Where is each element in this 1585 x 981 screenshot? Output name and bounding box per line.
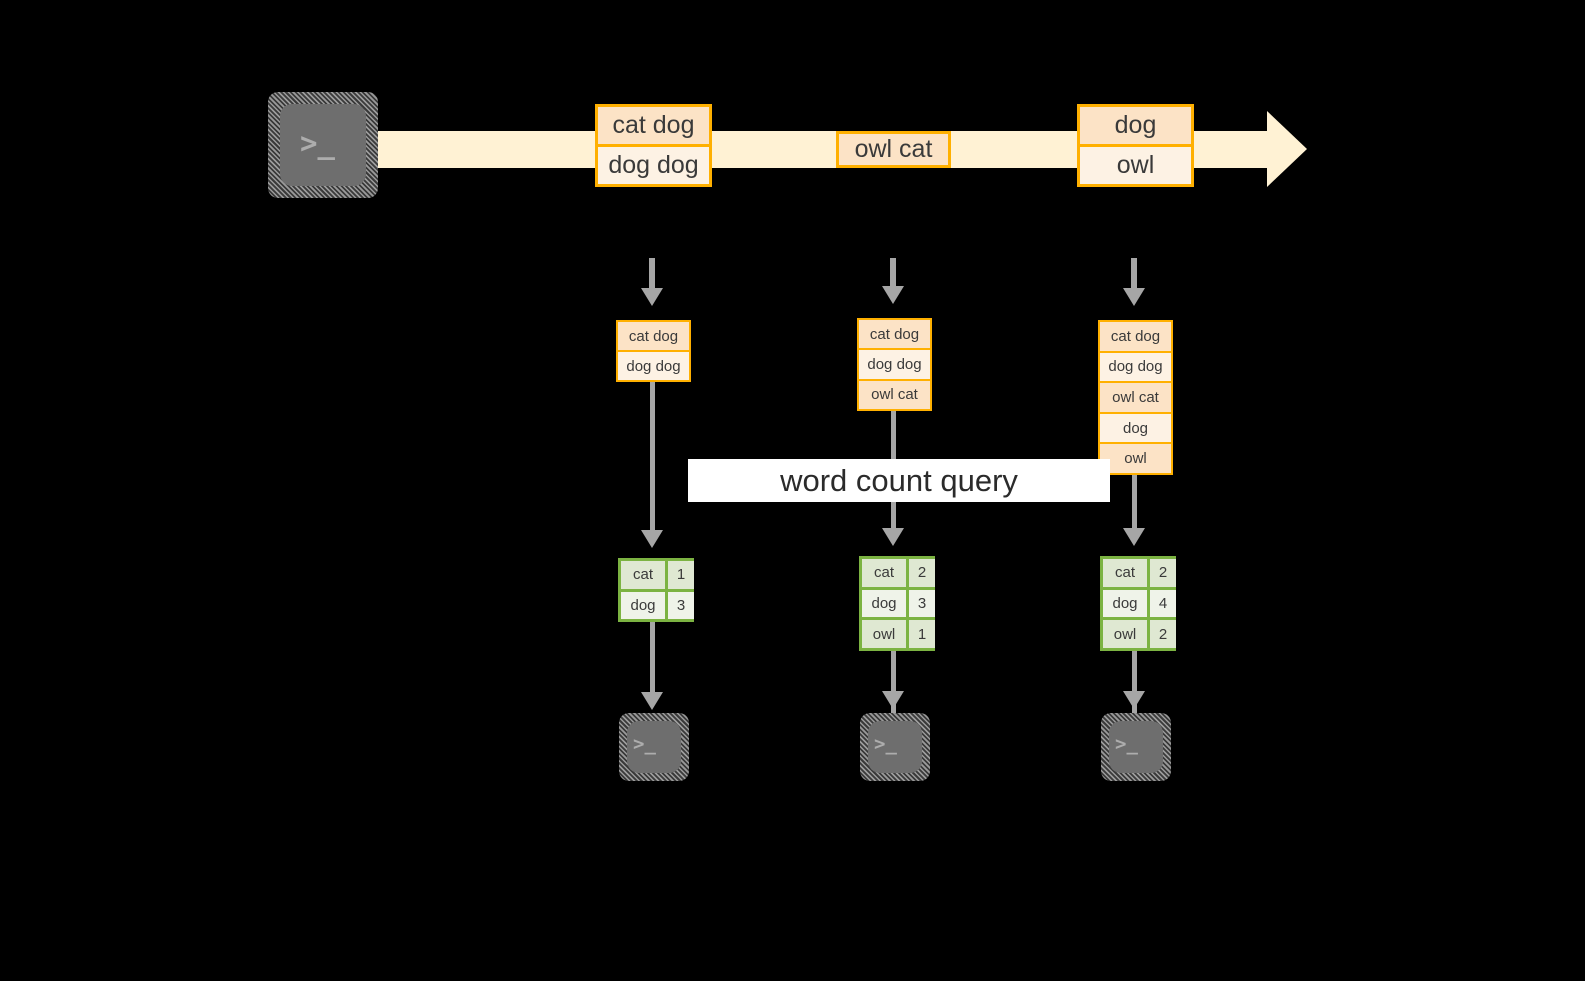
terminal-prompt-glyph: >_	[1115, 733, 1138, 755]
table-row: dog 3	[621, 588, 694, 619]
table-cell-count: 1	[665, 561, 694, 589]
terminal-prompt-glyph: >_	[300, 126, 335, 160]
snapshot-1-sink-line	[650, 622, 655, 694]
table-row: owl 1	[862, 617, 935, 649]
snapshot-input-row: cat dog	[1100, 322, 1171, 351]
table-row: cat 2	[862, 559, 935, 587]
stream-event-row: cat dog	[598, 107, 709, 144]
snapshot-1-tap-arrowhead	[641, 288, 663, 306]
terminal-prompt-glyph: >_	[633, 733, 656, 755]
snapshot-input-row: owl cat	[859, 378, 930, 409]
snapshot-1-tap-line	[649, 258, 655, 290]
snapshot-input-row: dog dog	[1100, 350, 1171, 382]
snapshot-3-tap-arrowhead	[1123, 288, 1145, 306]
snapshot-1-input-box[interactable]: cat dog dog dog	[616, 320, 691, 382]
snapshot-2-result-table[interactable]: cat 2 dog 3 owl 1	[859, 556, 935, 651]
stream-event-row: owl cat	[839, 134, 948, 165]
stream-event-row: dog dog	[598, 144, 709, 184]
terminal-prompt-glyph: >_	[874, 733, 897, 755]
table-cell-word: cat	[621, 561, 665, 589]
snapshot-3-input-box[interactable]: cat dog dog dog owl cat dog owl	[1098, 320, 1173, 475]
snapshot-input-row: dog dog	[618, 350, 689, 380]
table-cell-count: 2	[906, 559, 935, 587]
table-cell-word: owl	[1103, 620, 1147, 649]
snapshot-1-result-table[interactable]: cat 1 dog 3	[618, 558, 694, 622]
snapshot-input-row: cat dog	[618, 322, 689, 350]
snapshot-input-row: dog	[1100, 411, 1171, 443]
terminal-face	[1109, 721, 1163, 773]
snapshot-3-sink-line	[1132, 651, 1137, 713]
table-cell-word: cat	[1103, 559, 1147, 587]
table-cell-count: 4	[1147, 589, 1176, 618]
stream-event-1[interactable]: cat dog dog dog	[595, 104, 712, 187]
table-row: dog 3	[862, 586, 935, 618]
snapshot-3-sink-arrowhead	[1123, 691, 1145, 709]
snapshot-input-row: cat dog	[859, 320, 930, 349]
stream-event-row: owl	[1080, 144, 1191, 184]
table-cell-word: cat	[862, 559, 906, 587]
snapshot-input-row: dog dog	[859, 348, 930, 379]
table-row: cat 1	[621, 561, 694, 589]
table-cell-count: 1	[906, 620, 935, 649]
table-cell-word: dog	[621, 591, 665, 619]
stream-event-2[interactable]: owl cat	[836, 131, 951, 168]
table-row: cat 2	[1103, 559, 1176, 587]
snapshot-2-query-arrowhead	[882, 528, 904, 546]
snapshot-1-sink-arrowhead	[641, 692, 663, 710]
stream-arrow-head	[1267, 111, 1307, 187]
table-cell-word: dog	[862, 589, 906, 618]
stream-event-3[interactable]: dog owl	[1077, 104, 1194, 187]
table-row: owl 2	[1103, 617, 1176, 649]
terminal-face	[280, 104, 366, 186]
snapshot-2-input-box[interactable]: cat dog dog dog owl cat	[857, 318, 932, 411]
stream-event-row: dog	[1080, 107, 1191, 144]
table-cell-count: 2	[1147, 620, 1176, 649]
table-cell-word: dog	[1103, 589, 1147, 618]
terminal-face	[627, 721, 681, 773]
snapshot-3-tap-line	[1131, 258, 1137, 290]
snapshot-input-row: owl cat	[1100, 381, 1171, 412]
snapshot-3-query-arrowhead	[1123, 528, 1145, 546]
snapshot-2-tap-line	[890, 258, 896, 288]
snapshot-1-query-arrowhead	[641, 530, 663, 548]
table-row: dog 4	[1103, 586, 1176, 618]
snapshot-3-result-table[interactable]: cat 2 dog 4 owl 2	[1100, 556, 1176, 651]
snapshot-3-query-line	[1132, 475, 1137, 530]
query-label-band: word count query	[688, 459, 1110, 502]
table-cell-count: 3	[906, 589, 935, 618]
terminal-face	[868, 721, 922, 773]
snapshot-2-sink-line	[891, 651, 896, 713]
snapshot-input-row: owl	[1100, 442, 1171, 473]
table-cell-word: owl	[862, 620, 906, 649]
snapshot-1-query-line	[650, 382, 655, 532]
snapshot-2-tap-arrowhead	[882, 286, 904, 304]
table-cell-count: 3	[665, 591, 694, 619]
snapshot-2-sink-arrowhead	[882, 691, 904, 709]
table-cell-count: 2	[1147, 559, 1176, 587]
query-label-text: word count query	[780, 462, 1018, 498]
